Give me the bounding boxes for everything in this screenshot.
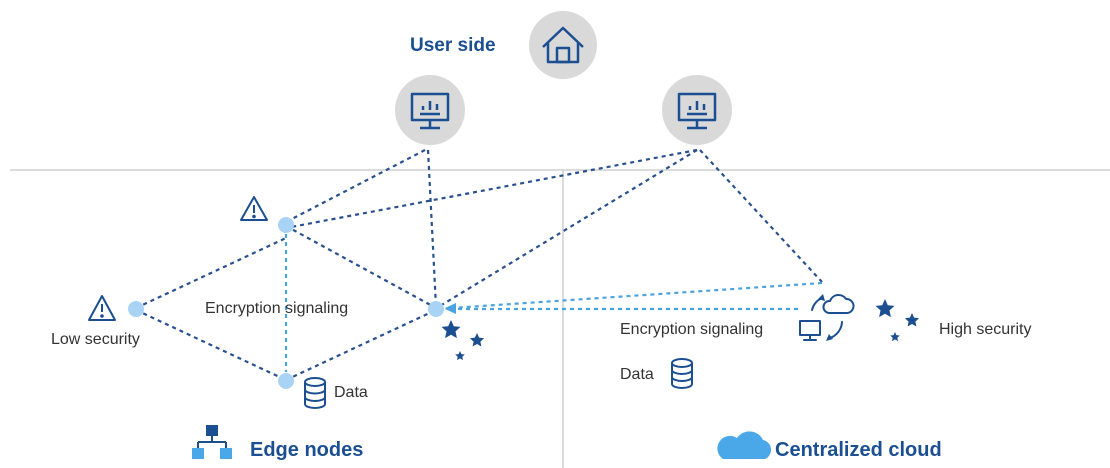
link-topnode-centernode — [285, 225, 437, 309]
stars-icon — [875, 299, 920, 342]
monitor-chart-icon — [677, 92, 717, 130]
link-terminal2-topnode — [285, 148, 698, 230]
edge-node-center — [428, 301, 444, 317]
cloud-encryption-signaling-label: Encryption signaling — [620, 321, 764, 338]
link-bottomnode-centernode — [285, 309, 437, 381]
stars-icon — [441, 320, 485, 361]
high-security-label: High security — [939, 321, 1032, 338]
database-icon — [304, 377, 326, 409]
edge-encryption-signaling-label: Encryption signaling — [205, 300, 349, 317]
link-terminal1-topnode — [285, 149, 426, 223]
cloud-data-label: Data — [620, 366, 654, 383]
edge-node-top — [278, 217, 294, 233]
low-security-label: Low security — [51, 331, 140, 348]
link-terminal2-centernode — [439, 149, 698, 307]
link-terminal1-centernode — [426, 149, 438, 307]
signal-arrowheads — [445, 303, 456, 314]
cloud-sync-icon — [799, 294, 855, 341]
edge-nodes-title: Edge nodes — [250, 439, 364, 461]
edge-data-label: Data — [334, 384, 368, 401]
cloud-icon — [717, 431, 772, 459]
network-hierarchy-icon — [192, 425, 232, 459]
database-icon — [671, 358, 693, 389]
edge-node-left — [128, 301, 144, 317]
home-icon — [542, 26, 584, 64]
home-circle — [529, 11, 597, 79]
light-dashed-links — [284, 234, 823, 372]
link-terminal2-cloud — [699, 149, 823, 283]
user-side-label: User side — [410, 35, 496, 56]
monitor-chart-icon — [410, 92, 450, 130]
warning-triangle-icon — [88, 295, 116, 321]
dark-dashed-links — [135, 148, 823, 381]
link-left-bottomnode — [135, 309, 287, 381]
link-cloud-centernode-upper — [451, 281, 823, 310]
link-left-topnode — [135, 237, 287, 309]
warning-triangle-icon — [240, 196, 268, 221]
arrowhead-lower — [445, 304, 456, 314]
edge-node-bottom — [278, 373, 294, 389]
centralized-cloud-title: Centralized cloud — [775, 439, 942, 461]
